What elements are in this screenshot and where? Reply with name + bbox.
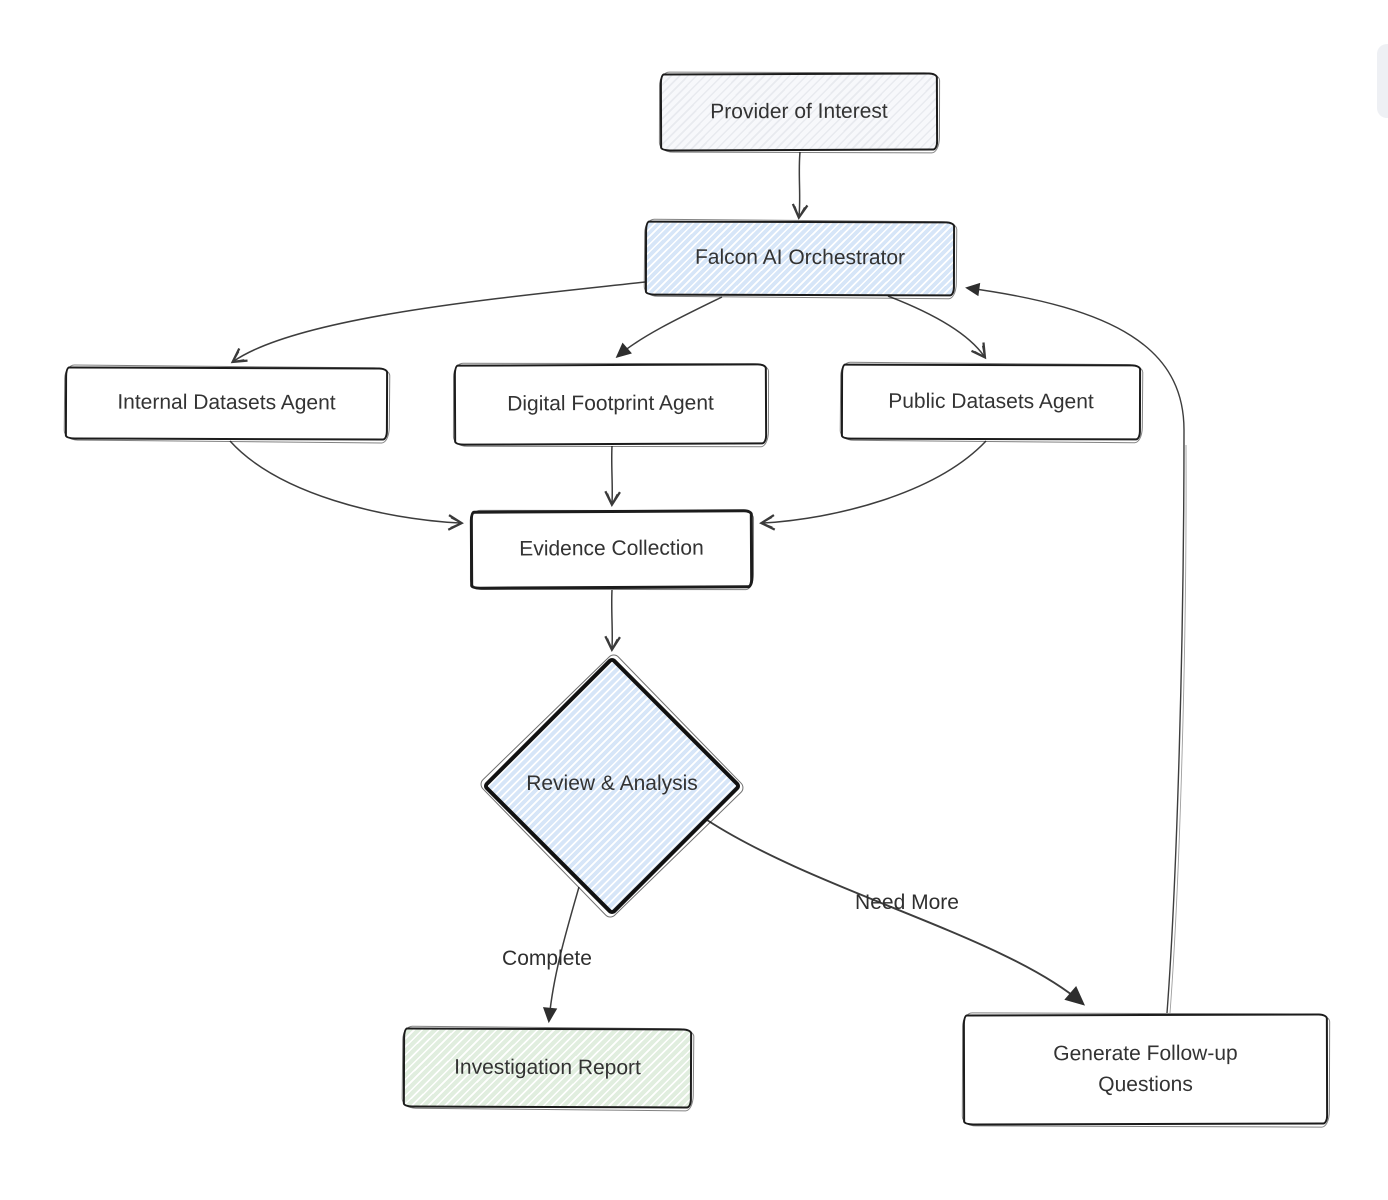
- edge-digital-agent-to-evidence: [604, 445, 621, 507]
- node-public-agent-label: Public Datasets Agent: [888, 389, 1094, 414]
- edge-internal-agent-to-evidence: [229, 440, 464, 531]
- edge-review-to-followup: [706, 819, 1086, 1006]
- node-internal-datasets-agent: Internal Datasets Agent: [64, 366, 389, 441]
- node-internal-agent-label: Internal Datasets Agent: [117, 390, 336, 415]
- node-public-datasets-agent: Public Datasets Agent: [840, 363, 1142, 441]
- node-report-label: Investigation Report: [454, 1055, 641, 1080]
- edge-label-complete: Complete: [502, 947, 592, 970]
- edge-followup-to-orchestrator-sketch: [1169, 444, 1187, 1014]
- node-digital-footprint-agent: Digital Footprint Agent: [453, 363, 768, 446]
- node-evidence-label: Evidence Collection: [519, 536, 704, 561]
- edge-label-need-more: Need More: [855, 891, 959, 914]
- edge-evidence-to-review: [604, 589, 621, 652]
- edge-orchestrator-to-internal-agent: [230, 281, 646, 364]
- node-investigation-report: Investigation Report: [402, 1027, 693, 1109]
- node-review-analysis-label: Review & Analysis: [526, 772, 698, 795]
- edge-provider-to-orchestrator: [791, 151, 809, 220]
- node-orchestrator-label: Falcon AI Orchestrator: [694, 246, 906, 270]
- edge-review-to-report: [542, 886, 580, 1024]
- edge-public-agent-to-evidence: [759, 440, 987, 531]
- node-falcon-ai-orchestrator: Falcon AI Orchestrator: [644, 220, 956, 297]
- node-generate-followup-questions: Generate Follow-up Questions: [962, 1013, 1329, 1126]
- node-provider-of-interest: Provider of Interest: [659, 72, 939, 152]
- node-digital-agent-label: Digital Footprint Agent: [507, 391, 714, 416]
- edge-orchestrator-to-public-agent: [887, 295, 987, 360]
- node-provider-label: Provider of Interest: [710, 99, 888, 124]
- scrollbar-thumb[interactable]: [1377, 44, 1388, 118]
- node-evidence-collection: Evidence Collection: [469, 509, 754, 590]
- node-followup-label: Generate Follow-up Questions: [1053, 1041, 1238, 1096]
- edge-followup-to-orchestrator: [965, 282, 1185, 1014]
- edge-orchestrator-to-digital-agent: [615, 296, 723, 359]
